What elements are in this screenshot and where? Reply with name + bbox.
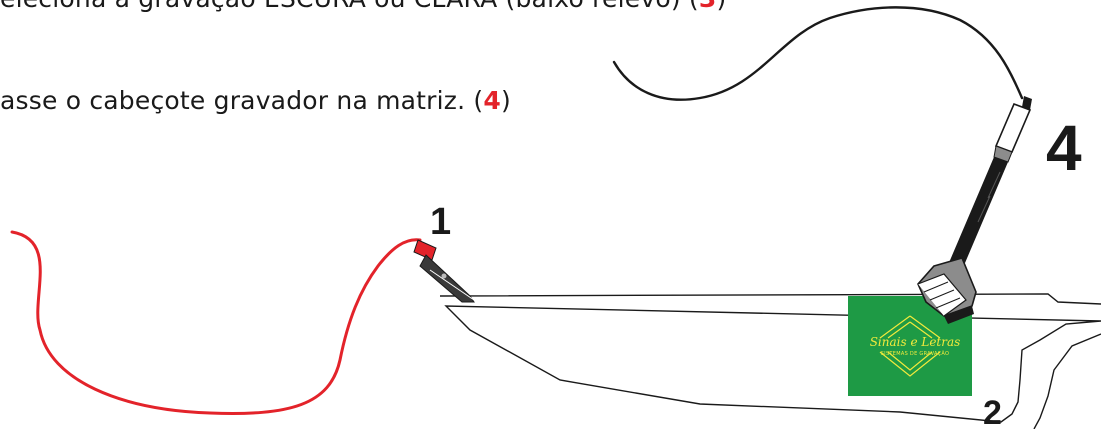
instruction-step-3: eleciona a gravação ESCURA ou CLARA (bai… (0, 0, 726, 13)
knife-handle-icon (1033, 333, 1101, 429)
brand-logo-icon (879, 315, 941, 377)
callout-plate-number: 2 (983, 394, 1002, 432)
instruction-step-4-close: ) (501, 86, 511, 115)
instruction-step-4: asse o cabeçote gravador na matriz. (4) (0, 86, 511, 115)
knife-blade-icon (439, 293, 1101, 423)
alligator-clip-icon (413, 239, 475, 303)
callout-head-number: 4 (1046, 112, 1082, 184)
callout-clip-number: 1 (430, 201, 452, 243)
instruction-step-4-number: 4 (483, 86, 501, 115)
engraving-head-icon (917, 96, 1032, 324)
instruction-step-3-text: eleciona a gravação ESCURA ou CLARA (bai… (0, 0, 699, 13)
brand-logo-subtitle: SISTEMAS DE GRAVAÇÃO (880, 351, 950, 357)
black-cable-icon (612, 6, 1024, 101)
red-cable-icon (10, 230, 422, 415)
instruction-step-3-number: 3 (699, 0, 717, 13)
brand-logo-title: Sinais e Letras (869, 335, 961, 349)
instruction-step-3-close: ) (717, 0, 727, 13)
instruction-step-4-text: asse o cabeçote gravador na matriz. ( (0, 86, 484, 115)
